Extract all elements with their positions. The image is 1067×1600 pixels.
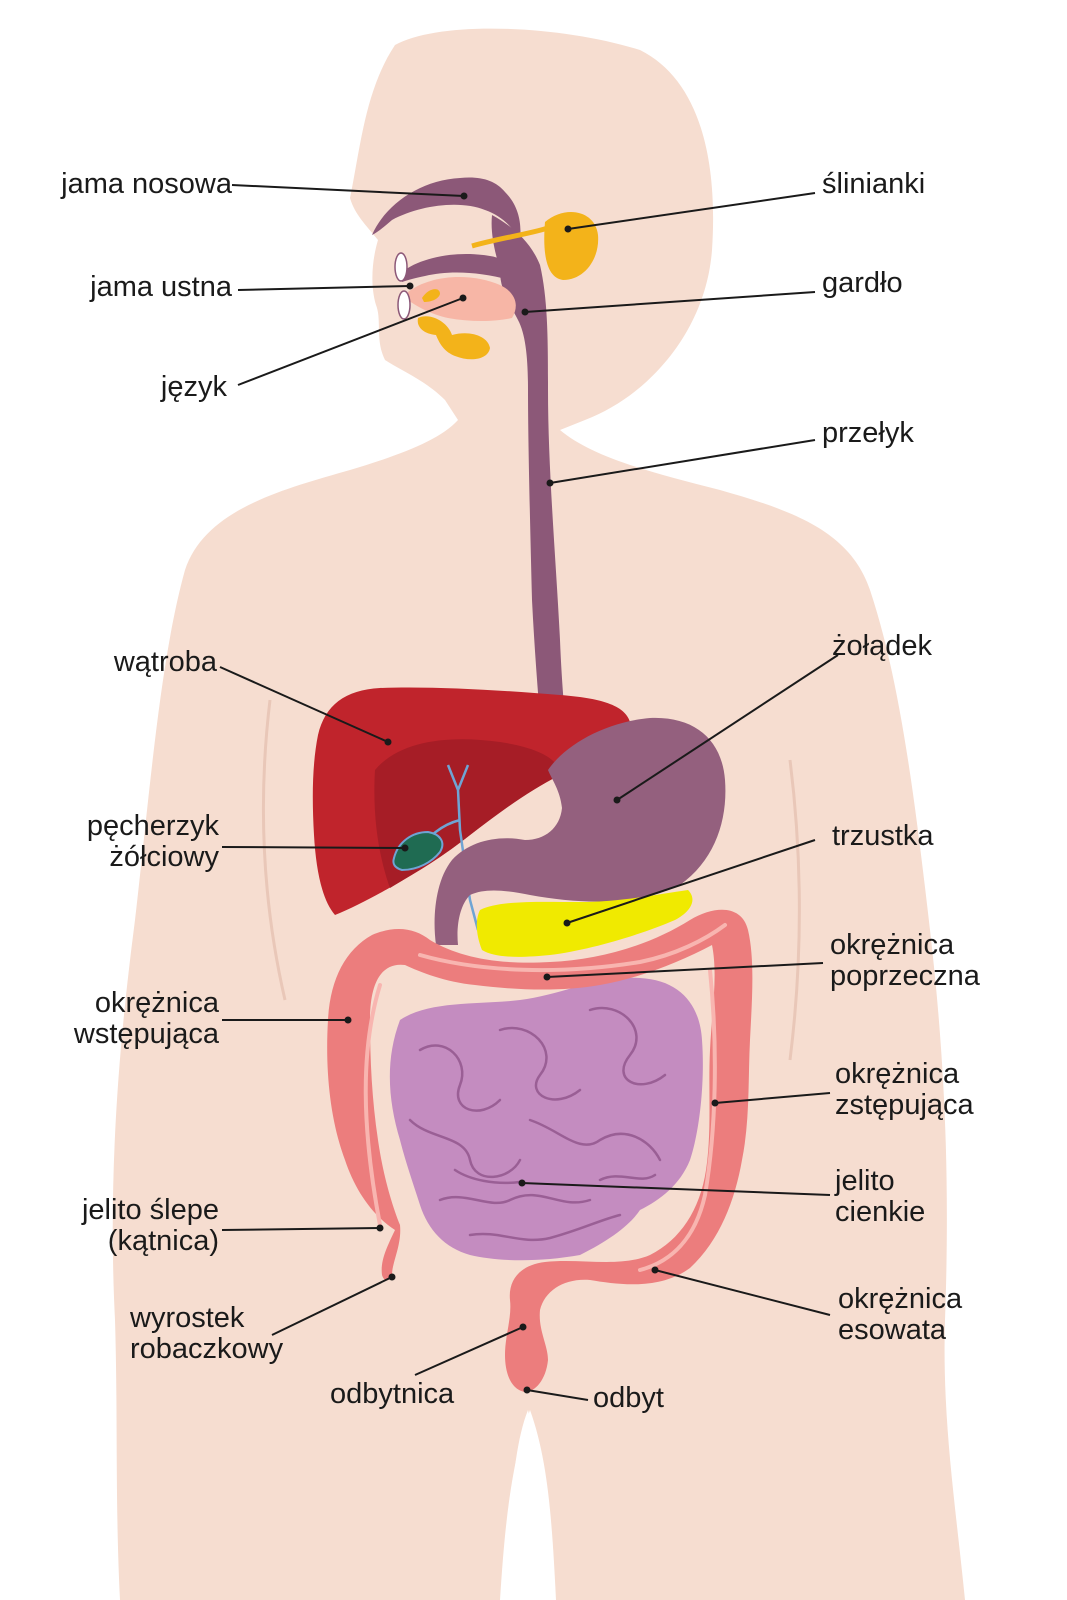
dot-slinianki	[564, 225, 572, 233]
leader-okreznica-zstepujaca	[714, 1092, 831, 1104]
leader-odbytnica	[414, 1326, 524, 1376]
leader-jezyk	[237, 297, 464, 386]
label-watroba: wątroba	[113, 646, 217, 678]
label-gardlo: gardło	[822, 267, 903, 299]
leader-trzustka	[566, 839, 816, 924]
submandibular-gland	[417, 316, 490, 360]
left-arm-line	[261, 699, 287, 1001]
label-odbyt: odbyt	[593, 1382, 664, 1414]
parotid-duct	[471, 225, 549, 249]
dot-wyrostek	[388, 1273, 396, 1281]
nasal-cavity-shape	[372, 177, 521, 240]
label-okreznica-esowata: okrężnica esowata	[838, 1283, 963, 1346]
right-arm-line	[788, 759, 801, 1061]
pancreas-shape	[476, 890, 693, 957]
label-okreznica-wstepujaca: okrężnica wstępująca	[73, 987, 219, 1050]
dot-okreznica-zstepujaca	[711, 1099, 719, 1107]
small-intestine-folds	[408, 1006, 667, 1242]
label-pecherzyk: pęcherzyk żółciowy	[86, 810, 219, 873]
small-intestine-shape	[389, 977, 703, 1261]
label-okreznica-zstepujaca: okrężnica zstępująca	[835, 1058, 974, 1121]
colon-stripes	[363, 923, 727, 1272]
dot-gardlo	[521, 308, 529, 316]
gallbladder-shape	[392, 830, 444, 872]
leader-gardlo	[524, 291, 816, 313]
dot-okreznica-wstepujaca	[344, 1016, 352, 1024]
label-slinianki: ślinianki	[822, 168, 926, 200]
leader-pecherzyk	[221, 846, 406, 849]
label-jezyk: język	[160, 371, 227, 403]
dot-okreznica-esowata	[651, 1266, 659, 1274]
label-trzustka: trzustka	[832, 820, 934, 852]
dot-trzustka	[563, 919, 571, 927]
leader-jelito-cienkie	[521, 1182, 831, 1196]
dot-zoladek	[613, 796, 621, 804]
dot-przelyk	[546, 479, 554, 487]
lower-tooth	[397, 290, 411, 320]
leader-odbyt	[526, 1389, 589, 1401]
leader-jelito-slepe	[221, 1227, 381, 1231]
label-jama-ustna: jama ustna	[90, 271, 232, 303]
dot-jama-ustna	[406, 282, 414, 290]
dot-jelito-cienkie	[518, 1179, 526, 1187]
stomach-shape	[434, 717, 726, 945]
leader-zoladek	[616, 654, 839, 801]
label-jelito-slepe: jelito ślepe (kątnica)	[81, 1194, 219, 1257]
dot-okreznica-poprzeczna	[543, 973, 551, 981]
dot-odbyt	[523, 1386, 531, 1394]
leader-lines	[219, 184, 839, 1401]
leader-jama-ustna	[237, 285, 411, 291]
dot-odbytnica	[519, 1323, 527, 1331]
colon-shape	[327, 909, 753, 1392]
leader-jama-nosowa	[231, 184, 465, 197]
dot-jelito-slepe	[376, 1224, 384, 1232]
label-odbytnica: odbytnica	[330, 1378, 455, 1410]
label-wyrostek: wyrostek robaczkowy	[130, 1302, 284, 1365]
dot-jama-nosowa	[460, 192, 468, 200]
leader-okreznica-esowata	[654, 1269, 831, 1316]
label-jama-nosowa: jama nosowa	[61, 168, 232, 200]
parotid-gland	[544, 212, 599, 280]
dot-pecherzyk	[401, 844, 409, 852]
dot-watroba	[384, 738, 392, 746]
body-silhouette	[112, 28, 965, 1600]
dot-jezyk	[459, 294, 467, 302]
leader-wyrostek	[271, 1276, 393, 1336]
esophagus-shape	[491, 215, 570, 775]
upper-tooth	[394, 252, 408, 282]
label-przelyk: przełyk	[822, 417, 914, 449]
leader-okreznica-poprzeczna	[546, 962, 824, 978]
mouth-roof-shape	[402, 253, 511, 282]
label-jelito-cienkie: jelito cienkie	[835, 1165, 926, 1228]
leader-watroba	[219, 666, 389, 743]
label-zoladek: żołądek	[832, 630, 932, 662]
leader-slinianki	[567, 192, 816, 230]
label-okreznica-poprzeczna: okrężnica poprzeczna	[830, 929, 980, 992]
leg-gap	[500, 1410, 556, 1600]
leader-przelyk	[549, 439, 816, 484]
sublingual-gland	[422, 289, 440, 302]
